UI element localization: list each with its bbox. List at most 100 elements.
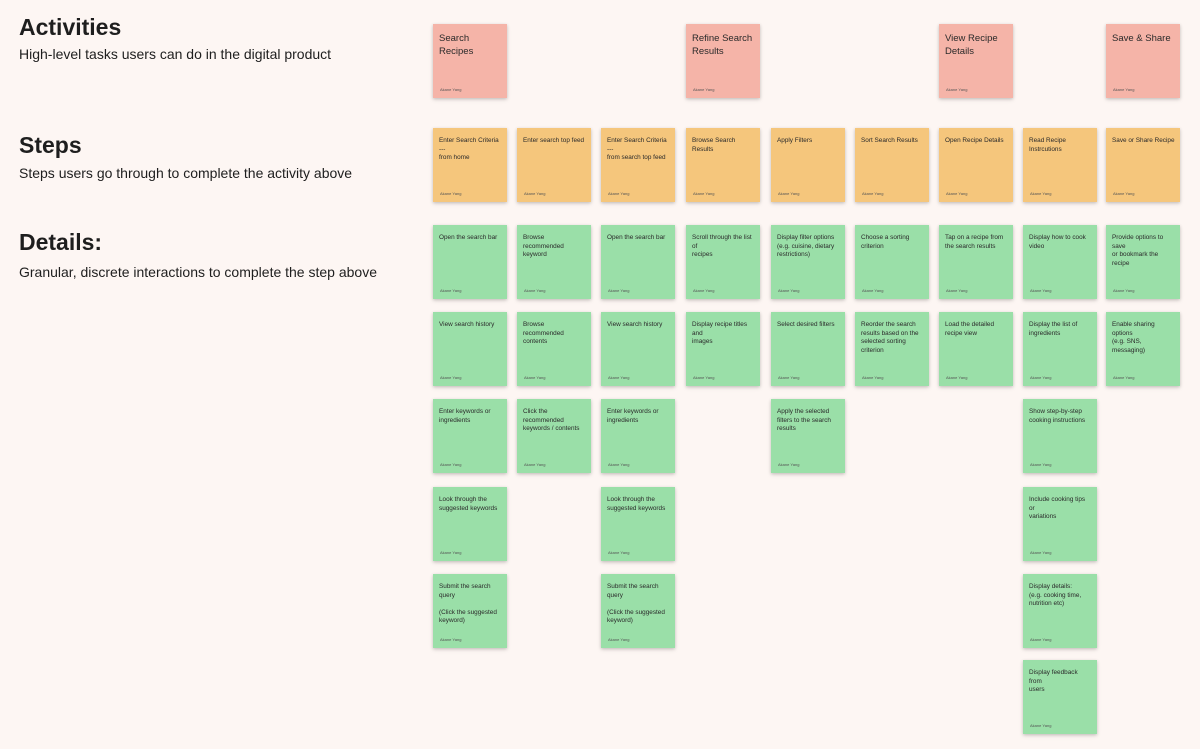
activities-description: High-level tasks users can do in the dig… (19, 46, 332, 62)
sticky-note-text: View search history (607, 321, 663, 328)
sticky-note-text: Refine Search Results (692, 33, 753, 57)
sticky-note-text: Browse recommended contents (523, 321, 564, 346)
details-description: Granular, discrete interactions to compl… (19, 264, 377, 280)
detail-sticky-note[interactable]: Click the recommended keywords / content… (517, 399, 591, 473)
sticky-note-text: Display how to cook video (1029, 234, 1086, 250)
sticky-note-text: Display recipe titles and images (692, 321, 748, 346)
sticky-note-author: Akane Yang (778, 191, 800, 196)
sticky-note-text: Browse Search Results (692, 137, 736, 153)
steps-title: Steps (19, 132, 82, 158)
detail-sticky-note[interactable]: Submit the search query (Click the sugge… (601, 574, 675, 648)
sticky-note-text: Tap on a recipe from the search results (945, 234, 1004, 250)
sticky-note-author: Akane Yang (1113, 87, 1135, 92)
sticky-note-text: Read Recipe Instrcutions (1029, 137, 1066, 153)
detail-sticky-note[interactable]: Enable sharing options (e.g. SNS, messag… (1106, 312, 1180, 386)
detail-sticky-note[interactable]: Submit the search query (Click the sugge… (433, 574, 507, 648)
sticky-note-text: Look through the suggested keywords (439, 496, 498, 512)
sticky-note-text: Look through the suggested keywords (607, 496, 666, 512)
sticky-note-text: Open the search bar (607, 234, 666, 241)
sticky-note-text: Enter Search Criteria --- from search to… (607, 137, 667, 162)
sticky-note-text: Search Recipes (439, 33, 474, 57)
sticky-note-author: Akane Yang (778, 288, 800, 293)
sticky-note-text: View Recipe Details (945, 33, 998, 57)
detail-sticky-note[interactable]: Display details: (e.g. cooking time, nut… (1023, 574, 1097, 648)
sticky-note-author: Akane Yang (778, 462, 800, 467)
sticky-note-author: Akane Yang (524, 288, 546, 293)
step-sticky-note[interactable]: Enter Search Criteria --- from search to… (601, 128, 675, 202)
sticky-note-author: Akane Yang (524, 462, 546, 467)
sticky-note-author: Akane Yang (862, 191, 884, 196)
sticky-note-author: Akane Yang (608, 375, 630, 380)
sticky-note-author: Akane Yang (946, 375, 968, 380)
sticky-note-author: Akane Yang (608, 637, 630, 642)
sticky-note-text: Enter keywords or ingredients (607, 408, 659, 424)
sticky-note-author: Akane Yang (524, 375, 546, 380)
detail-sticky-note[interactable]: Apply the selected filters to the search… (771, 399, 845, 473)
sticky-note-text: Select desired filters (777, 321, 835, 328)
sticky-note-author: Akane Yang (1030, 723, 1052, 728)
sticky-note-text: Browse recommended keyword (523, 234, 564, 259)
sticky-note-author: Akane Yang (862, 288, 884, 293)
sticky-note-author: Akane Yang (440, 375, 462, 380)
steps-description: Steps users go through to complete the a… (19, 165, 353, 181)
sticky-note-text: Open Recipe Details (945, 137, 1004, 144)
sticky-note-author: Akane Yang (946, 87, 968, 92)
sticky-note-text: Display details: (e.g. cooking time, nut… (1029, 583, 1082, 608)
sticky-note-text: Enter search top feed (523, 137, 585, 144)
sticky-note-text: Display the list of ingredients (1029, 321, 1078, 337)
sticky-note-text: Scroll through the list of recipes (692, 234, 752, 259)
sticky-note-author: Akane Yang (1030, 375, 1052, 380)
sticky-note-text: Include cooking tips or variations (1029, 496, 1086, 521)
detail-sticky-note[interactable]: Display filter options (e.g. cuisine, di… (771, 225, 845, 299)
sticky-note-author: Akane Yang (778, 375, 800, 380)
sticky-note-text: Apply Filters (777, 137, 813, 144)
sticky-note-author: Akane Yang (946, 288, 968, 293)
sticky-note-text: Apply the selected filters to the search… (777, 408, 831, 433)
sticky-note-text: Sort Search Results (861, 137, 918, 144)
sticky-note-author: Akane Yang (608, 191, 630, 196)
detail-sticky-note[interactable]: Reorder the search results based on the … (855, 312, 929, 386)
sticky-note-author: Akane Yang (862, 375, 884, 380)
sticky-note-text: Save & Share (1112, 33, 1171, 44)
sticky-note-text: Enable sharing options (e.g. SNS, messag… (1112, 321, 1155, 354)
sticky-note-text: Open the search bar (439, 234, 498, 241)
sticky-note-author: Akane Yang (1030, 191, 1052, 196)
sticky-note-author: Akane Yang (608, 462, 630, 467)
sticky-note-author: Akane Yang (440, 288, 462, 293)
detail-sticky-note[interactable]: Provide options to save or bookmark the … (1106, 225, 1180, 299)
